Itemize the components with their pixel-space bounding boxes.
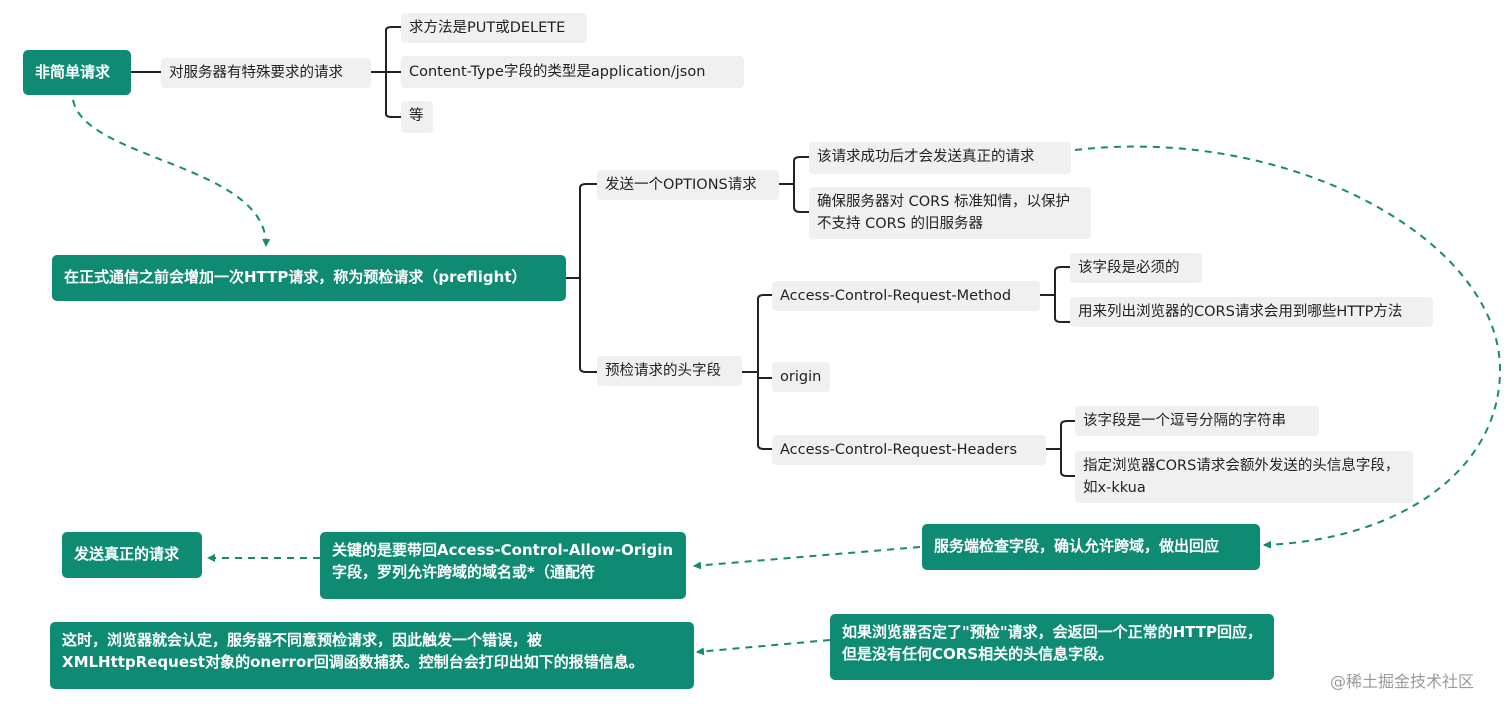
node-acr-headers[interactable]: Access-Control-Request-Headers	[772, 435, 1046, 465]
node-etc[interactable]: 等	[401, 101, 433, 133]
node-acr-method[interactable]: Access-Control-Request-Method	[772, 281, 1040, 311]
edge-method-children	[1040, 266, 1070, 323]
node-onerror[interactable]: 这时，浏览器就会认定，服务器不同意预检请求，因此触发一个错误，被XMLHttpR…	[50, 622, 694, 689]
node-send-real-request[interactable]: 发送真正的请求	[62, 532, 202, 578]
node-field-required[interactable]: 该字段是必须的	[1070, 253, 1202, 283]
watermark: @稀土掘金技术社区	[1330, 672, 1475, 691]
node-key-allow-origin[interactable]: 关键的是要带回Access-Control-Allow-Origin字段，罗列允…	[320, 532, 686, 599]
node-preflight-headers[interactable]: 预检请求的头字段	[597, 356, 742, 386]
node-server-check[interactable]: 服务端检查字段，确认允许跨域，做出回应	[922, 524, 1260, 570]
flow-server-to-key	[693, 546, 921, 570]
node-non-simple-request[interactable]: 非简单请求	[23, 50, 131, 95]
edge-headers-children	[742, 294, 772, 450]
flow-nonsimple-to-preflight	[72, 99, 271, 247]
node-extra-headers[interactable]: 指定浏览器CORS请求会额外发送的头信息字段，如x-kkua	[1075, 451, 1413, 503]
node-list-methods[interactable]: 用来列出浏览器的CORS请求会用到哪些HTTP方法	[1070, 297, 1433, 327]
flow-success-to-server	[1074, 145, 1502, 549]
node-comma-string[interactable]: 该字段是一个逗号分隔的字符串	[1075, 406, 1319, 436]
node-preflight[interactable]: 在正式通信之前会增加一次HTTP请求，称为预检请求（preflight）	[52, 255, 566, 301]
edge-options-children	[779, 156, 809, 213]
node-method-put-delete[interactable]: 求方法是PUT或DELETE	[401, 13, 587, 43]
edge-preflight-branches	[566, 183, 597, 373]
edge-headers-field-children	[1046, 420, 1075, 477]
node-special-request[interactable]: 对服务器有特殊要求的请求	[161, 58, 371, 88]
node-content-type[interactable]: Content-Type字段的类型是application/json	[401, 56, 744, 88]
edge-special-children	[371, 26, 401, 118]
node-ensure-cors[interactable]: 确保服务器对 CORS 标准知情，以保护不支持 CORS 的旧服务器	[809, 187, 1091, 239]
node-send-options[interactable]: 发送一个OPTIONS请求	[597, 170, 779, 200]
flow-reject-to-onerror	[696, 639, 831, 656]
node-origin[interactable]: origin	[772, 362, 830, 392]
node-success-then-send[interactable]: 该请求成功后才会发送真正的请求	[809, 142, 1071, 174]
node-browser-reject[interactable]: 如果浏览器否定了"预检"请求，会返回一个正常的HTTP回应，但是没有任何CORS…	[830, 614, 1274, 680]
